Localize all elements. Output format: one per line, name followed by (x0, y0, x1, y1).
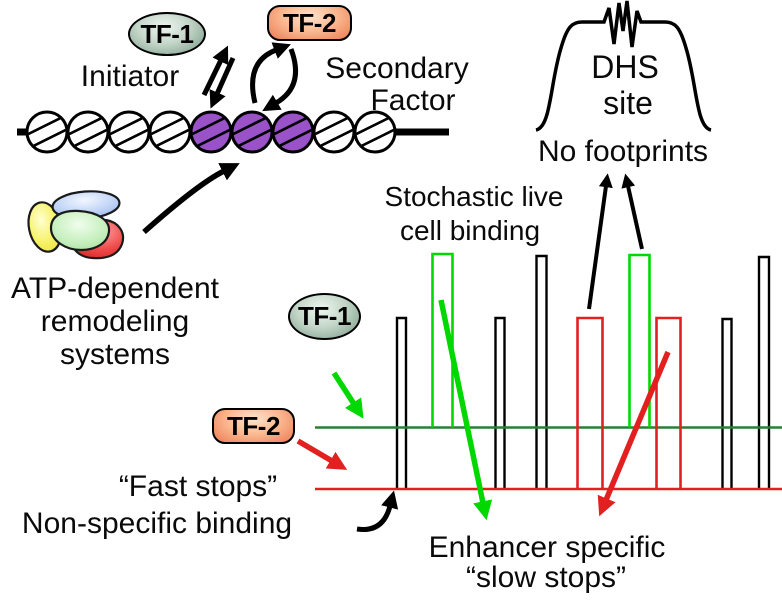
remodeling-complex (27, 190, 125, 260)
bead-wrap-line (150, 117, 184, 136)
bead-wrap-line (156, 128, 190, 147)
stochastic-label-line2: cell binding (399, 215, 541, 246)
red-slow-stop-arrow (597, 350, 671, 517)
dhs-label-line2: site (603, 85, 653, 121)
up-arrow-right-icon (621, 173, 644, 250)
black-spike-fast-stop (395, 316, 408, 489)
black-spike-fast-stop (494, 316, 506, 489)
nucleosome-beads (25, 110, 397, 154)
enhancer-specific-label-line1: Enhancer specific (428, 531, 666, 564)
dhs-label-line1: DHS (591, 49, 659, 85)
bead-wrap-line (68, 117, 102, 136)
tf1-badge-top: TF-1 (128, 12, 206, 56)
tf2-badge-traces-label: TF-2 (227, 410, 280, 441)
tf2-badge-traces: TF-2 (212, 408, 295, 444)
black-spike-fast-stop (535, 254, 548, 489)
bead-wrap-line (238, 128, 272, 147)
secondary-factor-label-line1: Secondary (325, 52, 469, 85)
curved-arrow-up-icon (250, 42, 291, 104)
bead-wrap-line (361, 128, 395, 147)
bead-wrap-line (115, 128, 149, 147)
arrow-up-icon (201, 45, 229, 97)
dhs-site-curve (535, 0, 712, 132)
tf1-badge-top-label: TF-1 (140, 18, 194, 49)
bead-wrap-line (355, 117, 389, 136)
tf1-badge-traces: TF-1 (288, 293, 361, 340)
atp-label-line3: systems (59, 338, 171, 371)
stochastic-label-line1: Stochastic live (384, 181, 564, 212)
bead-wrap-line (232, 117, 266, 136)
secondary-factor-label-line2: Factor (370, 84, 456, 117)
bead-wrap-line (109, 117, 143, 136)
green-pulse-slow-stop (431, 252, 454, 428)
tf2-cycle-arrows (250, 42, 299, 112)
enhancer-specific-label-line2: “slow stops” (465, 561, 627, 594)
arrow-down-icon (209, 56, 236, 109)
nucleosome-bead (353, 110, 397, 154)
initiator-label: Initiator (80, 60, 180, 93)
no-footprint-arrows (587, 173, 644, 310)
fast-stops-label: “Fast stops” (118, 470, 278, 503)
remodeler-arrow-icon (142, 163, 240, 235)
non-specific-arrow-icon (356, 490, 399, 533)
curved-arrow-down-icon (262, 48, 299, 112)
red-pulse-slow-stop (576, 316, 604, 489)
bead-wrap-line (279, 128, 313, 147)
up-arrow-left-icon (587, 173, 613, 310)
black-spike-fast-stop (721, 317, 733, 489)
tf2-badge-top-label: TF-2 (283, 7, 336, 38)
tf1-exchange-arrows (201, 45, 236, 109)
bead-wrap-line (314, 117, 348, 136)
remodeler-green-subunit (49, 209, 111, 252)
tf2-red-pointer-arrow (296, 438, 348, 470)
green-slow-stop-arrow (438, 299, 493, 521)
tf1-badge-traces-label: TF-1 (298, 301, 351, 331)
atp-label-line2: remodeling (40, 305, 190, 338)
bead-wrap-line (33, 128, 67, 147)
bead-wrap-line (191, 117, 225, 136)
red-pulse-slow-stop (655, 316, 682, 489)
atp-label-line1: ATP-dependent (11, 272, 219, 305)
bead-wrap-line (273, 117, 307, 136)
tf1-green-pointer-arrow (331, 371, 364, 419)
binding-traces (315, 252, 782, 491)
black-spike-fast-stop (757, 255, 771, 489)
bead-wrap-line (197, 128, 231, 147)
bead-wrap-line (27, 117, 61, 136)
bead-wrap-line (320, 128, 354, 147)
non-specific-binding-label: Non-specific binding (21, 507, 293, 540)
bead-wrap-line (74, 128, 108, 147)
no-footprints-label: No footprints (537, 135, 709, 168)
green-pulse-slow-stop (628, 253, 651, 428)
tf2-badge-top: TF-2 (267, 5, 352, 41)
